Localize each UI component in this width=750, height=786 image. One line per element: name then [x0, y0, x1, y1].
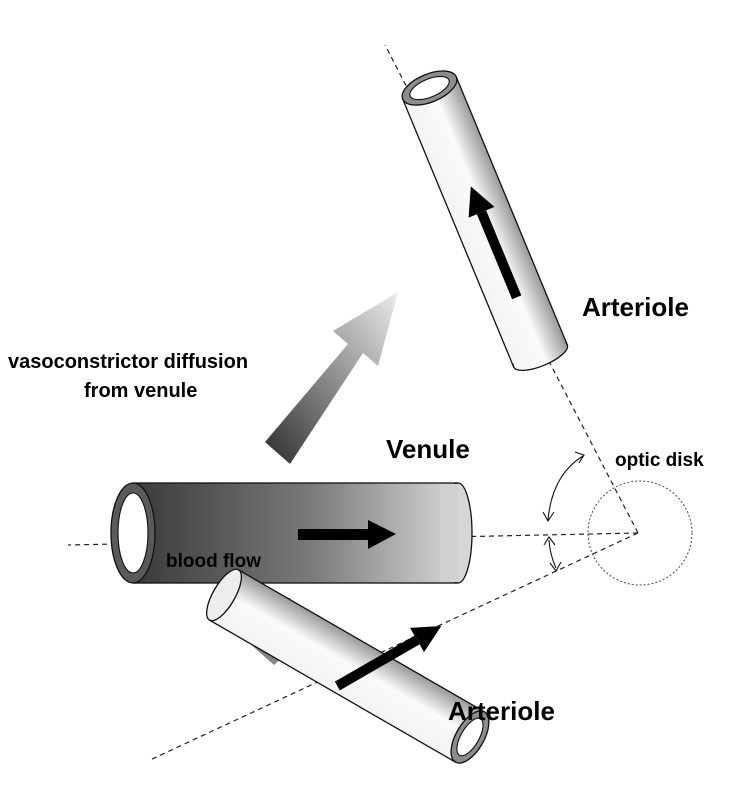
upper-arteriole-flow-arrow: [468, 186, 522, 300]
angle-arc-lower: [543, 536, 562, 573]
lower-arteriole-vessel: [206, 568, 490, 764]
lower-arteriole-label: Arteriole: [448, 696, 555, 726]
angle-arc-upper: [542, 451, 585, 523]
upper-arteriole-label: Arteriole: [582, 292, 689, 322]
diffusion-arrow: [265, 292, 398, 464]
optic-disk-circle: [587, 480, 693, 586]
venule-flow-arrow: [298, 520, 396, 549]
venule-vessel: [110, 482, 473, 584]
diffusion-label-line2: from venule: [84, 380, 197, 402]
blood-flow-label: blood flow: [166, 551, 261, 572]
diffusion-label-line1: vasoconstrictor diffusion: [8, 351, 248, 373]
venule-label: Venule: [386, 434, 470, 464]
lower-arteriole-flow-arrow: [334, 626, 442, 691]
optic-disk-label: optic disk: [615, 450, 704, 471]
